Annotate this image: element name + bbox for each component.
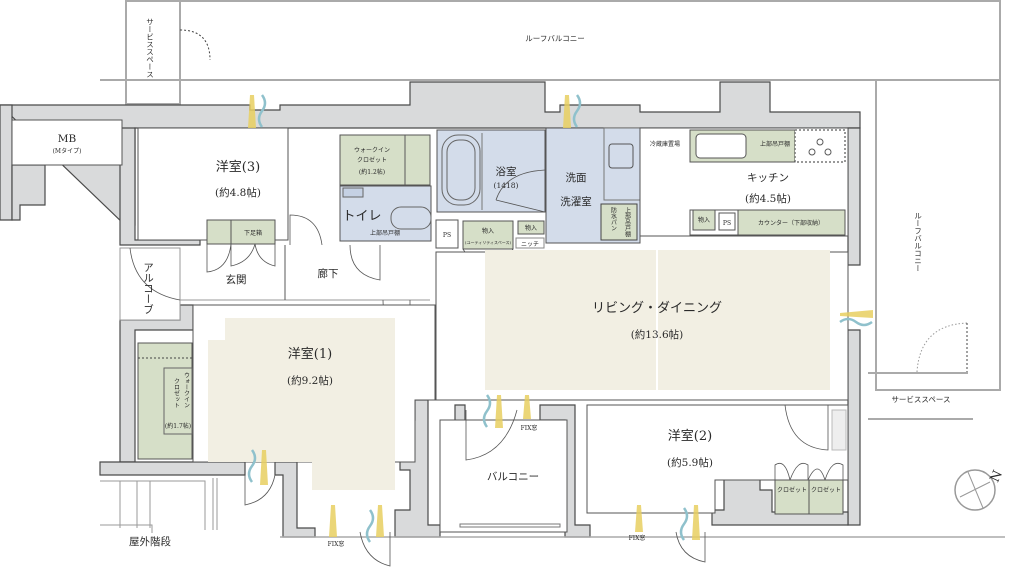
toilet-shelf-label: 上部吊戸棚 — [370, 229, 400, 237]
western2-name: 洋室(2) — [668, 428, 712, 444]
toilet-label: トイレ — [342, 209, 381, 224]
living-name: リビング・ダイニング — [592, 301, 722, 316]
hallway-label: 廊下 — [318, 267, 339, 280]
kitchen-shelf-label: 上部吊戸棚 — [760, 140, 790, 148]
room-western-1[interactable]: 洋室(1) (約9.2帖) — [192, 304, 436, 490]
light-ventilation-icons — [247, 94, 873, 543]
washroom[interactable]: 洗面 洗濯室 防水パン 上部吊戸棚 — [545, 127, 641, 244]
service-space-right-label: サービススペース — [891, 395, 950, 404]
storage-utility-note: (ユーティリティスペース) — [465, 239, 512, 245]
north-mark: N — [988, 468, 1006, 485]
fix-window-1-label: FIX窓 — [521, 424, 538, 432]
closet-b-label: クロゼット — [811, 486, 841, 494]
wash-shelf-label: 上部吊戸棚 — [624, 206, 631, 238]
entrance[interactable]: 玄関 — [180, 273, 430, 301]
storage-wash-label: 物入 — [525, 224, 537, 232]
roof-balcony-top: ルーフバルコニー — [125, 0, 1001, 81]
niche-label: ニッチ — [521, 241, 539, 248]
outdoor-stairs: 屋外階段 — [100, 478, 218, 548]
alcove-label: アルコーブ — [142, 262, 154, 315]
ps2-label: PS — [723, 220, 731, 227]
fix-window-2-label: FIX窓 — [328, 540, 345, 548]
ps1-label: PS — [443, 232, 451, 239]
outdoor-stairs-label: 屋外階段 — [129, 535, 171, 548]
storage-utility-label: 物入 — [482, 227, 494, 235]
walk-in-closet-1: ウォークイン クロゼット (約1.2帖) — [339, 134, 431, 186]
wic2-size: (約1.7帖) — [165, 422, 191, 430]
living-size: (約13.6帖) — [631, 328, 684, 341]
shoe-box: 下足箱 — [206, 219, 276, 273]
wic1-line1: ウォークイン — [354, 146, 390, 154]
entrance-label: 玄関 — [226, 273, 247, 286]
storage-kitchen-label: 物入 — [698, 216, 710, 224]
wic1-line2: クロゼット — [357, 156, 387, 164]
roof-balcony-right-label: ルーフバルコニー — [913, 212, 922, 272]
room-mb: MB (Mタイプ) — [11, 119, 123, 166]
western3-size: (約4.8帖) — [215, 186, 261, 199]
waterproof-pan-label: 防水パン — [610, 206, 617, 231]
living-dining[interactable]: リビング・ダイニング (約13.6帖) — [435, 250, 849, 401]
bathroom[interactable]: 浴室 (1418) — [436, 129, 546, 213]
service-space-left: サービススペース — [125, 0, 211, 105]
wic2-line1: ウォークイン — [183, 372, 190, 408]
balcony-label: バルコニー — [487, 471, 539, 483]
wic1-size: (約1.2帖) — [359, 168, 385, 176]
fridge-label: 冷蔵庫置場 — [650, 140, 680, 148]
alcove: アルコーブ — [119, 247, 181, 321]
service-space-left-label: サービススペース — [146, 18, 155, 79]
roof-balcony-right: ルーフバルコニー — [868, 79, 1001, 391]
bath-label: 浴室 — [496, 165, 517, 178]
shoe-box-label: 下足箱 — [244, 229, 262, 237]
kitchen-name: キッチン — [747, 172, 789, 184]
kitchen-size: (約4.5帖) — [745, 192, 791, 205]
north-compass-icon: N — [954, 468, 1006, 511]
toilet[interactable]: トイレ 上部吊戸棚 — [339, 185, 432, 242]
washroom-line1: 洗面 — [566, 172, 587, 184]
western1-size: (約9.2帖) — [287, 374, 333, 387]
closet-a-label: クロゼット — [777, 486, 807, 494]
room-western-2[interactable]: 洋室(2) (約5.9帖) クロゼット クロゼット — [586, 404, 849, 515]
walk-in-closet-2: ウォークイン クロゼット (約1.7帖) — [137, 342, 193, 460]
western3-name: 洋室(3) — [216, 159, 260, 175]
roof-balcony-top-label: ルーフバルコニー — [525, 34, 584, 43]
wic2-line2: クロゼット — [173, 378, 180, 408]
kitchen[interactable]: 冷蔵庫置場 上部吊戸棚 キッチン (約4.5帖) 物入 PS カウンター（下部収… — [639, 127, 849, 237]
mb-type-label: (Mタイプ) — [53, 147, 82, 155]
balcony[interactable]: バルコニー — [439, 409, 568, 533]
ps-1: PS — [435, 219, 459, 249]
washroom-line2: 洗濯室 — [560, 195, 592, 208]
western1-name: 洋室(1) — [288, 346, 332, 362]
fix-window-3-label: FIX窓 — [629, 534, 646, 542]
storage-wash: 物入 ニッチ — [515, 220, 545, 249]
mb-label: MB — [58, 133, 77, 145]
counter-label: カウンター（下部収納） — [758, 219, 824, 227]
bath-size: (1418) — [494, 181, 519, 190]
western2-size: (約5.9帖) — [667, 456, 713, 469]
service-space-right: サービススペース — [868, 395, 973, 420]
